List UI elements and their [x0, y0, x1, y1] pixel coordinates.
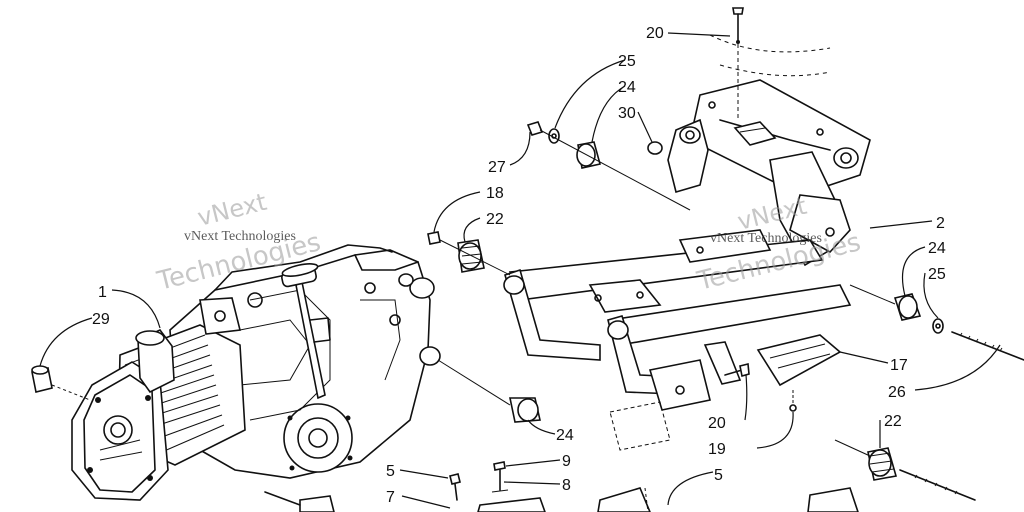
callout-9: 9 [562, 453, 571, 470]
bracket-7 [477, 497, 546, 512]
axis-line-22-lower [834, 439, 871, 457]
callout-27: 27 [488, 159, 506, 176]
callout-20-lower: 20 [708, 415, 726, 432]
bolt-lower-right [899, 469, 976, 501]
callout-7: 7 [386, 489, 395, 506]
callout-5-right: 5 [714, 467, 723, 484]
pin-9 [493, 461, 506, 471]
cap-30 [647, 141, 663, 155]
callout-30: 30 [618, 105, 636, 122]
bushing-24-lower [509, 397, 541, 423]
bolt-5-left [449, 473, 461, 501]
washer-8 [491, 469, 509, 493]
nut-27 [526, 121, 544, 136]
skid-plate-17 [756, 334, 842, 387]
callout-29: 29 [92, 311, 110, 328]
bushing-22-lower [867, 447, 898, 481]
washer-25-right [932, 318, 944, 334]
watermark-right-small: vNext Technologies [710, 231, 822, 246]
spacer-29 [31, 365, 53, 393]
callout-1: 1 [98, 284, 107, 301]
leader-lines [39, 32, 1001, 509]
bolt-20-lower [724, 362, 750, 378]
callout-24-right: 24 [928, 240, 946, 257]
washer-25-top [548, 128, 560, 144]
axis-line-right [849, 284, 896, 305]
callout-25-right: 25 [928, 266, 946, 283]
callout-22-lower: 22 [884, 413, 902, 430]
lower-bracket [597, 487, 651, 512]
lower-axis [644, 487, 649, 512]
axis-line-middle [439, 239, 511, 276]
phantom-box [609, 401, 671, 451]
mounting-frame [503, 79, 871, 411]
bolt-20-top [732, 7, 744, 44]
watermark-left-line-1: vNext [195, 188, 270, 232]
bolt-threads [914, 474, 958, 495]
intake-manifold [135, 329, 175, 394]
callout-2: 2 [936, 215, 945, 232]
lower-spacer [299, 495, 335, 512]
callout-24-top: 24 [618, 79, 636, 96]
callout-20-top: 20 [646, 25, 664, 42]
lower-right-bracket [807, 487, 859, 512]
callout-5-left: 5 [386, 463, 395, 480]
phantom-outline-2 [719, 64, 831, 77]
bushing-24-right [893, 293, 922, 321]
callout-18: 18 [486, 185, 504, 202]
nut-19 [789, 390, 797, 412]
callout-8: 8 [562, 477, 571, 494]
callout-22-middle: 22 [486, 211, 504, 228]
callout-24-lower: 24 [556, 427, 574, 444]
nut-18 [427, 231, 441, 245]
callout-26: 26 [888, 384, 906, 401]
callout-19: 19 [708, 441, 726, 458]
axis-line-29 [51, 384, 91, 401]
bolt-26 [951, 331, 1024, 361]
callout-17: 17 [890, 357, 908, 374]
bushing-24-top [576, 141, 601, 169]
lower-axis-line [264, 491, 301, 506]
shift-handle [281, 263, 331, 400]
cylinder-head [71, 361, 169, 501]
watermark-left-small: vNext Technologies [184, 229, 296, 244]
axis-line-upper [539, 129, 691, 211]
callout-labels: 20 25 24 30 27 18 22 2 24 25 17 26 20 19… [92, 25, 946, 506]
phantom-outline [709, 34, 831, 53]
callout-25-top: 25 [618, 53, 636, 70]
engine-assembly [71, 244, 441, 501]
axis-line-24-lower [437, 359, 511, 406]
